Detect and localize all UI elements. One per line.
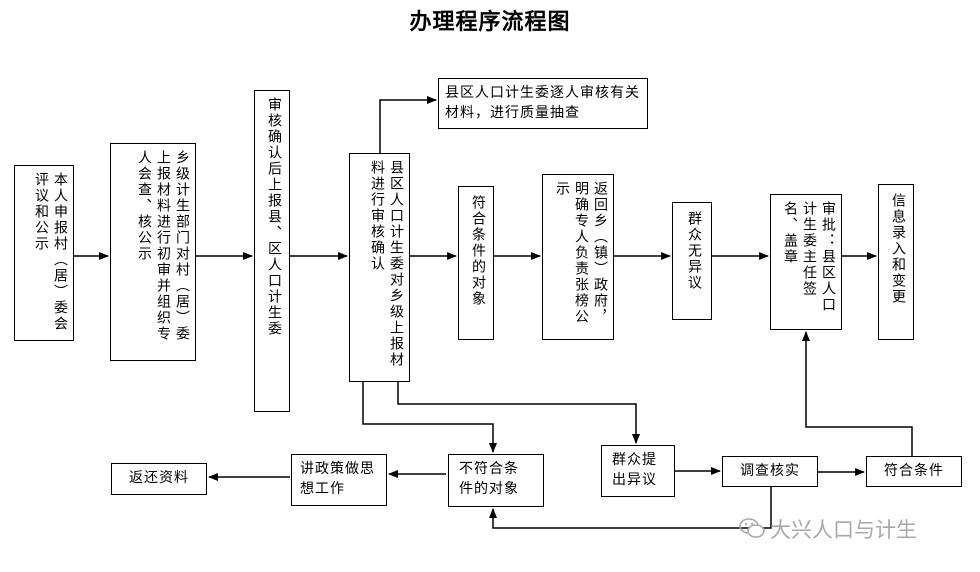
node-info-entry-change: 信息录入和变更: [878, 184, 914, 340]
node-investigate-verify: 调查核实: [722, 456, 818, 487]
diagram-title: 办理程序流程图: [409, 9, 571, 35]
node-unqualified-target: 不符合条件的对象: [448, 454, 544, 507]
wechat-icon: [739, 518, 765, 538]
node-apply-village-review: 本人申报村（居）委会评议和公示: [14, 165, 74, 341]
node-return-materials: 返还资料: [111, 463, 207, 495]
node-quality-spot-check: 县区人口计生委逐人审核有关材料，进行质量抽查: [438, 78, 648, 129]
watermark-text: 大兴人口与计生: [770, 518, 917, 542]
node-policy-persuasion: 讲政策做思想工作: [291, 454, 387, 506]
node-approval-signature: 审批：县区人口计生委主任签名、盖章: [770, 194, 842, 330]
node-meets-conditions: 符合条件: [866, 456, 962, 487]
node-no-objection: 群众无异议: [672, 202, 712, 320]
node-township-initial-review: 乡级计生部门对村（居）委上报材料进行初审并组织专人会查、核公示: [110, 143, 196, 361]
node-county-review-confirm: 县区人口计生委对乡级上报材料进行审核确认: [349, 153, 410, 382]
node-qualified-target: 符合条件的对象: [458, 186, 494, 340]
node-return-township-publicize: 返回乡（镇）政府，明确专人负责张榜公示: [542, 174, 614, 340]
node-report-to-county: 审核确认后上报县、区人口计生委: [254, 90, 290, 412]
node-public-objection: 群众提出异议: [601, 445, 675, 497]
